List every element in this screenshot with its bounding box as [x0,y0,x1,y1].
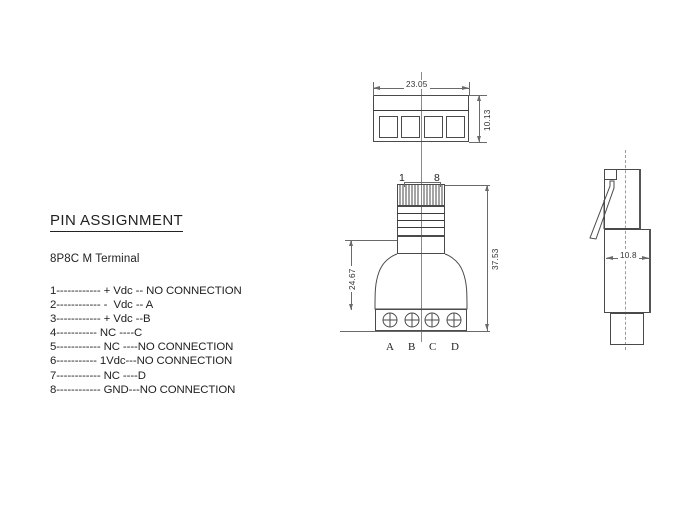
strain-relief-body [397,206,445,236]
profile-housing-edge [649,229,651,313]
pin-row: 5------------ NC ----NO CONNECTION [50,341,234,354]
pin-row: 6----------- 1Vdc---NO CONNECTION [50,355,233,368]
profile-dim-arrows [606,256,649,260]
pin-callout-tick [440,182,441,187]
dim-label-width: 23.05 [404,80,430,89]
profile-center-axis [625,150,626,350]
terminal-label-d: D [451,341,459,353]
pin-row: 3------------ + Vdc --B [50,313,151,326]
dim-line-height [479,95,480,142]
dim-line-overall [487,185,488,331]
profile-latch-notch [604,169,617,180]
terminal-block-lip-line [373,110,469,111]
connector-neck [397,236,445,254]
pin-assignment-block: PIN ASSIGNMENT 8P8C M Terminal 1--------… [50,212,340,397]
dim-label-profile-width: 10.8 [618,251,639,260]
dim-ext-line-right [469,82,470,96]
pin-label-last: 8 [434,172,440,184]
pin-row: 2------------ - Vdc -- A [50,299,154,312]
strain-relief-rib [397,220,445,221]
pin-callout-line [404,182,440,183]
dim-label-body-height: 24.67 [348,266,357,292]
terminal-label-c: C [429,341,437,353]
terminal-block-outer-body [373,95,469,142]
dim-ext-line-body-top [345,240,397,241]
center-axis-line [421,72,422,342]
terminal-label-b: B [408,341,416,353]
terminal-opening [379,116,398,138]
pin-callout-tick [404,182,405,187]
dim-ext-line-left [373,82,374,96]
terminal-opening [424,116,443,138]
pin-row: 8------------ GND---NO CONNECTION [50,383,236,396]
release-latch-icon [589,180,615,240]
profile-base-collar [610,313,644,345]
terminal-label-a: A [386,341,394,353]
dim-label-overall-height: 37.53 [491,246,500,272]
pin-label-first: 1 [399,172,405,184]
strain-relief-rib [397,213,445,214]
profile-drawing-group: 10.8 [540,150,690,360]
screw-terminal-symbols [382,312,462,328]
terminal-opening [401,116,420,138]
terminal-subtitle: 8P8C M Terminal [50,253,140,265]
center-drawing-group: 23.05 10.13 [340,72,500,353]
pin-row: 7------------ NC ----D [50,369,146,382]
strain-relief-rib [397,227,445,228]
dim-ext-line-overall-top [445,185,490,186]
rj45-contact-lines [399,185,443,205]
terminal-baseline [340,331,490,332]
pin-row: 1------------ + Vdc -- NO CONNECTION [50,285,242,297]
dim-ext-line-top [469,95,487,96]
pin-row: 4----------- NC ----C [50,327,143,340]
pin-assignment-list: 1------------ + Vdc -- NO CONNECTION 2--… [50,284,340,397]
profile-plug-edge [639,169,641,229]
terminal-opening [446,116,465,138]
terminal-strip [375,309,467,331]
page-title: PIN ASSIGNMENT [50,212,184,232]
dim-ext-line-bottom [469,142,487,143]
rj45-contact-block [397,184,445,206]
